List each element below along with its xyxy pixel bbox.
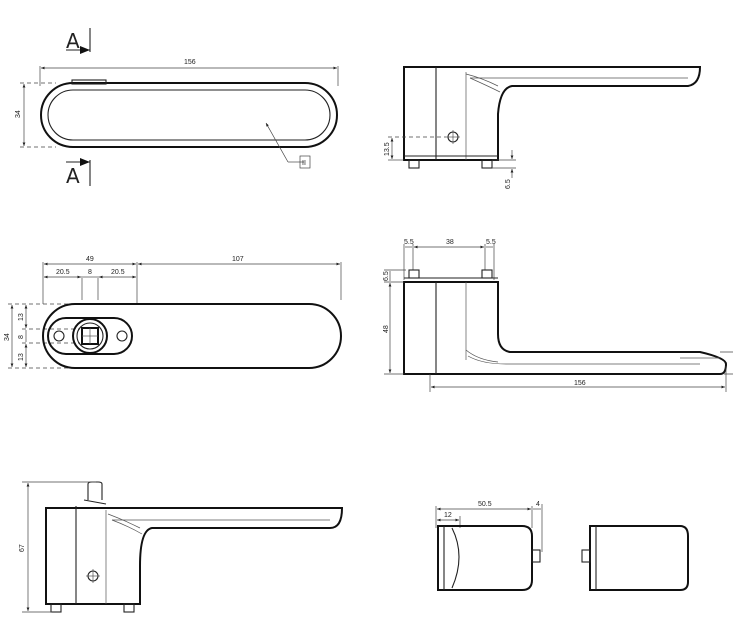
dim-label-20-5-left: 20.5 (56, 269, 70, 276)
spindle-ring (72, 318, 108, 354)
dim-label-5-5-left: 5.5 (404, 239, 414, 246)
dim-top-length: 156 (39, 59, 339, 86)
section-marker-bottom: A (66, 158, 91, 188)
side-lever-body (403, 66, 702, 161)
dim-front-thickness: 12 (720, 351, 733, 375)
dim-front-heights: 6.5 48 (383, 269, 406, 375)
dim-label-156-front: 156 (574, 380, 586, 387)
screw-right (116, 330, 128, 342)
detail-block-right (589, 525, 689, 591)
rosette-plate (47, 317, 133, 355)
dim-label-6-5-front: 6.5 (383, 271, 390, 281)
dim-side-foot: 6.5 (492, 150, 516, 189)
dim-label-5-5-right: 5.5 (486, 239, 496, 246)
dim-label-8-top: 8 (88, 269, 92, 276)
dim-detail: 50.5 12 4 (435, 501, 543, 552)
rosette-view: 49 107 20.5 8 20.5 34 13 8 13 (4, 256, 342, 369)
rosette-edge (71, 79, 107, 85)
top-view: A A 156 34 (15, 28, 339, 188)
dim-top-height: 34 (15, 82, 56, 148)
dim-label-6-5: 6.5 (505, 179, 512, 189)
front-pin-right (481, 269, 493, 279)
dim-label-49: 49 (86, 256, 94, 263)
dim-label-12-detail: 12 (444, 512, 452, 519)
dim-label-4: 4 (536, 501, 540, 508)
rosette-lever-outline (42, 303, 342, 369)
dim-label-50-5: 50.5 (478, 501, 492, 508)
dim-rosette-heights: 34 13 8 13 (4, 303, 80, 369)
dim-bottom-height: 67 (19, 481, 96, 613)
callout-leader: II (265, 122, 311, 169)
side-foot-left (408, 159, 420, 169)
dim-label-38: 38 (446, 239, 454, 246)
dim-side-height: 13.5 (384, 136, 446, 161)
section-label-bottom: A (66, 164, 80, 188)
front-view: 5.5 38 5.5 6.5 48 1 (383, 239, 733, 392)
dim-label-67: 67 (19, 544, 26, 552)
bottom-foot-right (123, 603, 135, 613)
dim-label-48: 48 (383, 325, 390, 333)
callout-label: II (302, 160, 306, 167)
dim-rosette-widths: 49 107 20.5 8 20.5 (42, 256, 342, 304)
detail-pin-right (581, 549, 591, 563)
detail-pin-left (531, 549, 541, 563)
bottom-foot-left (50, 603, 62, 613)
dim-label-156: 156 (184, 59, 196, 66)
section-marker-top: A (66, 28, 91, 54)
dim-front-pins: 5.5 38 5.5 (403, 239, 496, 280)
screw-left (53, 330, 65, 342)
dim-label-13-upper: 13 (18, 313, 25, 321)
detail-block-left (437, 525, 533, 591)
dim-label-13-lower: 13 (18, 353, 25, 361)
dim-label-13-5: 13.5 (384, 142, 391, 156)
callout-box (299, 155, 311, 169)
dim-label-34-rosette: 34 (4, 333, 11, 341)
side-view: 13.5 6.5 (384, 66, 702, 189)
bottom-view: 67 (19, 481, 344, 613)
dim-label-34: 34 (15, 110, 22, 118)
dim-label-8-left: 8 (18, 335, 25, 339)
section-label-top: A (66, 29, 80, 53)
dim-front-length: 156 (429, 366, 727, 392)
spindle-stub (87, 481, 103, 500)
dim-label-20-5-right: 20.5 (111, 269, 125, 276)
detail-view: 50.5 12 4 (435, 501, 689, 591)
bottom-lever-body (45, 507, 344, 605)
dim-label-107: 107 (232, 256, 244, 263)
side-foot-right (481, 159, 493, 169)
lever-inner-outline (47, 89, 331, 141)
front-pin-left (408, 269, 420, 279)
lever-outline (40, 82, 338, 148)
front-lever-body (403, 281, 728, 375)
